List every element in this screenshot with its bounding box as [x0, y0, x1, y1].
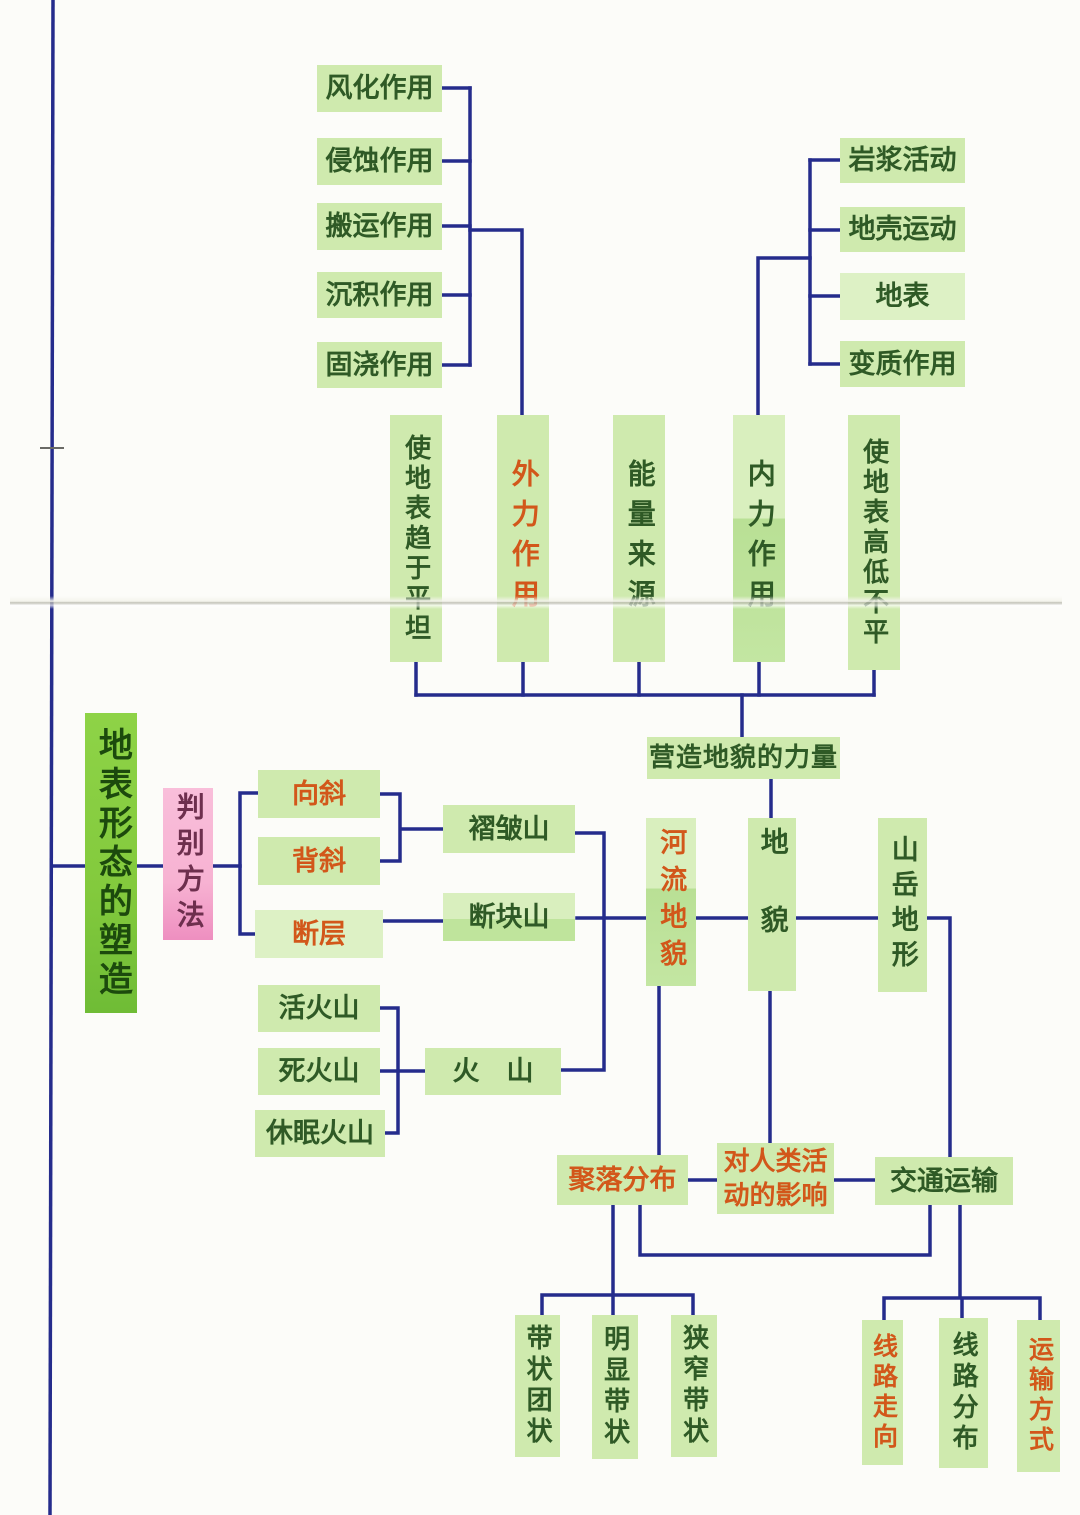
- node-narrow-belt: 狭窄带状: [671, 1315, 717, 1457]
- node-earth-surface: 地表: [840, 273, 965, 320]
- node-river-landform: 河流地貌: [646, 818, 696, 986]
- node-anticline: 背斜: [258, 837, 380, 885]
- node-internal-forces: 内力作用: [733, 415, 785, 662]
- node-route-distribution: 线路分布: [939, 1318, 988, 1468]
- node-human-activity-impact: 对人类活动的影响: [717, 1143, 834, 1214]
- node-flatten-surface: 使地表趋于平坦: [390, 415, 442, 662]
- node-transportation: 交通运输: [875, 1157, 1013, 1205]
- node-extinct-volcano: 死火山: [258, 1048, 380, 1095]
- node-fault-block-mountain: 断块山: [443, 893, 575, 941]
- node-mountain-terrain: 山岳地形: [878, 818, 927, 992]
- node-obvious-belt: 明显带状: [592, 1315, 638, 1459]
- node-weathering: 风化作用: [317, 65, 442, 112]
- node-crustal-movement: 地壳运动: [840, 207, 965, 252]
- node-deposition: 沉积作用: [317, 272, 442, 318]
- page-title: 地表形态的塑造: [85, 713, 137, 1013]
- node-external-forces: 外力作用: [497, 415, 549, 662]
- node-volcano: 火 山: [425, 1048, 561, 1095]
- node-belt-cluster: 带状团状: [515, 1315, 560, 1457]
- node-consolidation: 固浇作用: [317, 342, 442, 388]
- node-erosion: 侵蚀作用: [317, 138, 442, 185]
- node-settlement-distribution: 聚落分布: [557, 1155, 688, 1205]
- node-syncline: 向斜: [258, 770, 380, 818]
- node-transport-mode: 运输方式: [1017, 1320, 1060, 1472]
- node-magma-activity: 岩浆活动: [840, 138, 965, 183]
- node-active-volcano: 活火山: [258, 985, 380, 1032]
- node-fault: 断层: [255, 910, 383, 958]
- scan-fold-artifact: [10, 596, 1062, 609]
- node-landform-forces: 营造地貌的力量: [647, 737, 840, 779]
- node-uneven-surface: 使地表高低不平: [848, 415, 900, 670]
- node-landform: 地貌: [748, 818, 796, 991]
- node-discrimination-method: 判别方法: [163, 788, 213, 940]
- node-dormant-volcano: 休眠火山: [255, 1110, 385, 1157]
- node-route-direction: 线路走向: [862, 1320, 903, 1465]
- node-fold-mountain: 褶皱山: [443, 805, 575, 853]
- node-transport-action: 搬运作用: [317, 203, 442, 250]
- node-metamorphism: 变质作用: [840, 341, 965, 387]
- node-energy-source: 能量来源: [613, 415, 665, 662]
